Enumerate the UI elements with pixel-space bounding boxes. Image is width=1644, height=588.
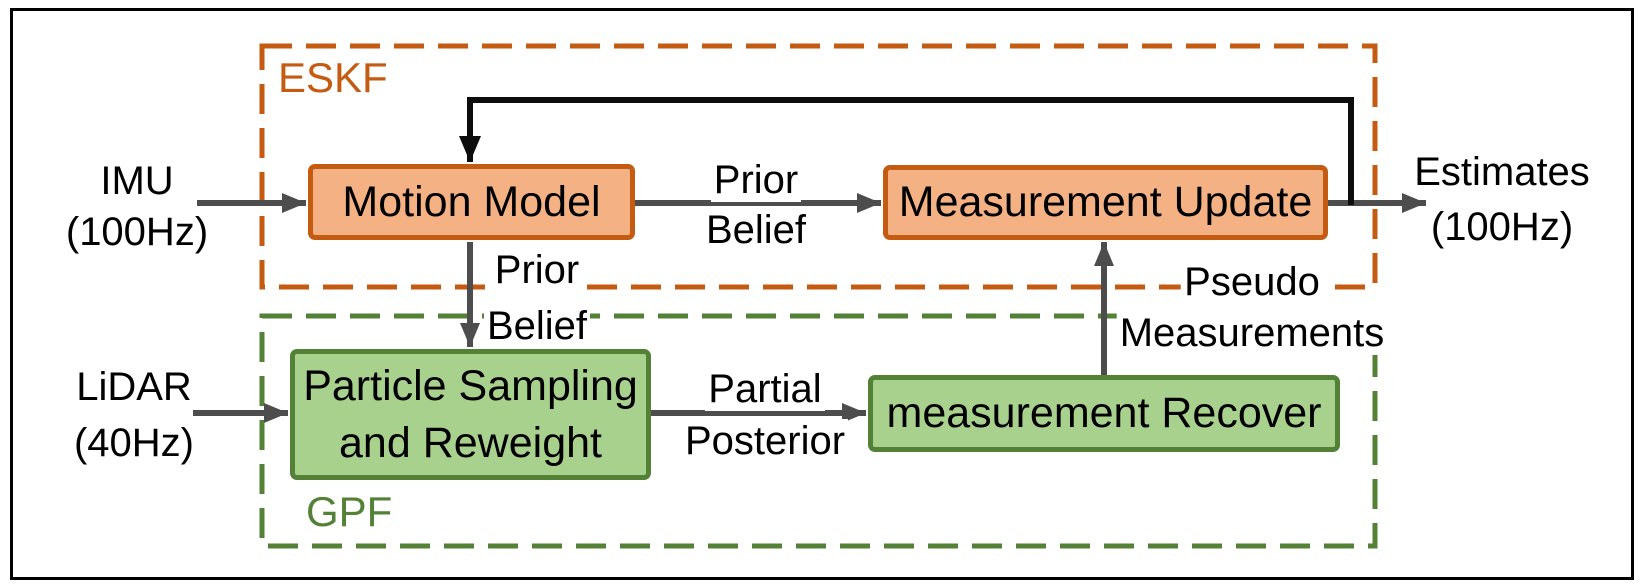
particle-sampling-node: Particle Sampling and Reweight	[290, 349, 651, 480]
eskf-group-label: ESKF	[278, 54, 388, 101]
measurement-recover-node: measurement Recover	[868, 375, 1340, 452]
outer-border	[10, 8, 1634, 580]
estimates-name: Estimates	[1411, 150, 1593, 194]
partial-posterior-line1: Partial	[705, 367, 825, 411]
prior-belief-h-line2: Belief	[702, 208, 810, 252]
motion-model-label: Motion Model	[342, 177, 601, 226]
partial-posterior-label: Partial Posterior	[681, 363, 849, 467]
pseudo-measurements-line2: Measurements	[1116, 311, 1388, 355]
lidar-input-label: LiDAR (40Hz)	[70, 359, 198, 471]
pseudo-measurements-line1: Pseudo	[1181, 260, 1323, 304]
prior-belief-v-line2: Belief	[483, 304, 591, 348]
measurement-recover-label: measurement Recover	[886, 389, 1322, 437]
particle-sampling-label-line1: Particle Sampling	[303, 361, 638, 410]
imu-name: IMU	[97, 159, 177, 203]
imu-rate: (100Hz)	[62, 210, 212, 254]
partial-posterior-line2: Posterior	[681, 419, 849, 463]
motion-model-node: Motion Model	[308, 164, 635, 240]
prior-belief-h-line1: Prior	[710, 158, 802, 202]
gpf-group-border	[259, 313, 1378, 549]
estimates-output-label: Estimates (100Hz)	[1411, 145, 1593, 255]
pseudo-measurements-label: Pseudo Measurements	[1116, 257, 1388, 359]
lidar-name: LiDAR	[73, 365, 195, 409]
imu-input-label: IMU (100Hz)	[62, 156, 212, 258]
measurement-update-label: Measurement Update	[898, 178, 1313, 226]
prior-belief-horizontal-label: Prior Belief	[702, 155, 810, 255]
lidar-rate: (40Hz)	[70, 421, 198, 465]
eskf-group-border	[259, 43, 1378, 290]
particle-sampling-label: Particle Sampling and Reweight	[303, 358, 638, 472]
particle-sampling-label-line2: and Reweight	[339, 418, 602, 467]
gpf-group-label: GPF	[306, 488, 393, 535]
prior-belief-v-line1: Prior	[491, 248, 583, 292]
prior-belief-vertical-label: Prior Belief	[483, 242, 591, 354]
estimates-rate: (100Hz)	[1427, 205, 1577, 249]
feedback-loop-arrow	[459, 97, 1354, 205]
measurement-update-node: Measurement Update	[883, 165, 1328, 240]
